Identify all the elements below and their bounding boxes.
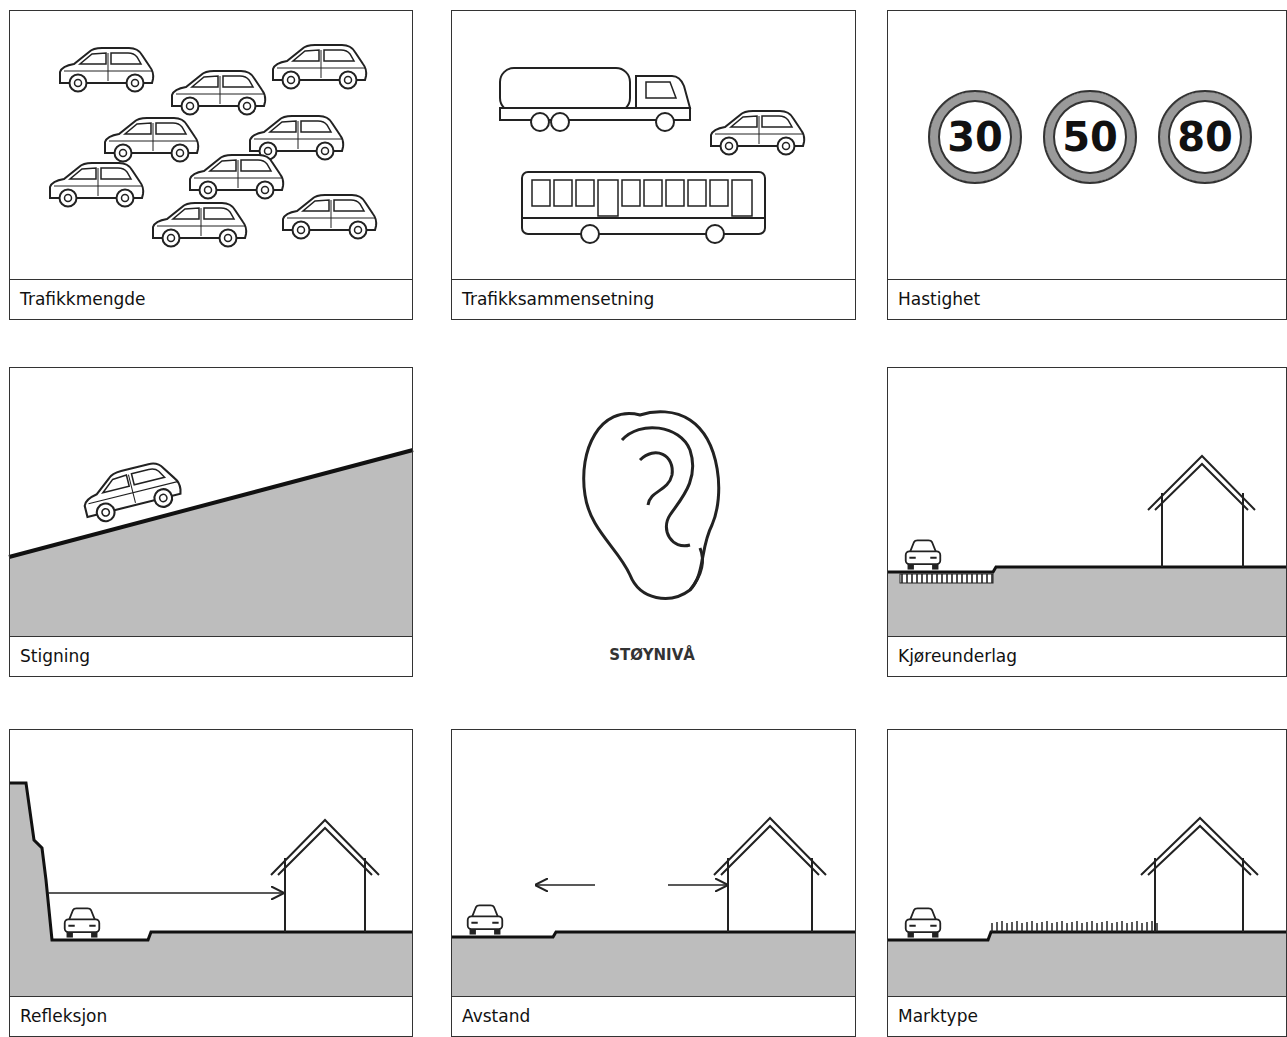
speed-number: 50 (1062, 114, 1118, 160)
factor-panel: Trafikksammensetning (451, 10, 856, 320)
panel-caption: Trafikkmengde (10, 279, 412, 319)
panel-caption: Kjøreunderlag (888, 636, 1286, 676)
factor-panel: Stigning (9, 367, 413, 677)
panel-caption: Trafikksammensetning (452, 279, 855, 319)
factor-panel: Trafikkmengde (9, 10, 413, 320)
panel-caption: Avstand (452, 996, 855, 1036)
center-label: STØYNIVÅ (609, 646, 695, 664)
factor-panel: Marktype (887, 729, 1287, 1037)
panel-caption: Marktype (888, 996, 1286, 1036)
factor-panel: Avstand (451, 729, 856, 1037)
speed-number: 30 (947, 114, 1003, 160)
speed-sign: 80 (1158, 90, 1252, 184)
panel-caption: Refleksjon (10, 996, 412, 1036)
speed-sign: 30 (928, 90, 1022, 184)
speed-sign: 50 (1043, 90, 1137, 184)
factor-panel: Refleksjon (9, 729, 413, 1037)
factor-panel: Kjøreunderlag (887, 367, 1287, 677)
panel-caption: Stigning (10, 636, 412, 676)
panel-caption: Hastighet (888, 279, 1286, 319)
speed-number: 80 (1177, 114, 1233, 160)
factor-panel: Hastighet 30 50 80 (887, 10, 1287, 320)
